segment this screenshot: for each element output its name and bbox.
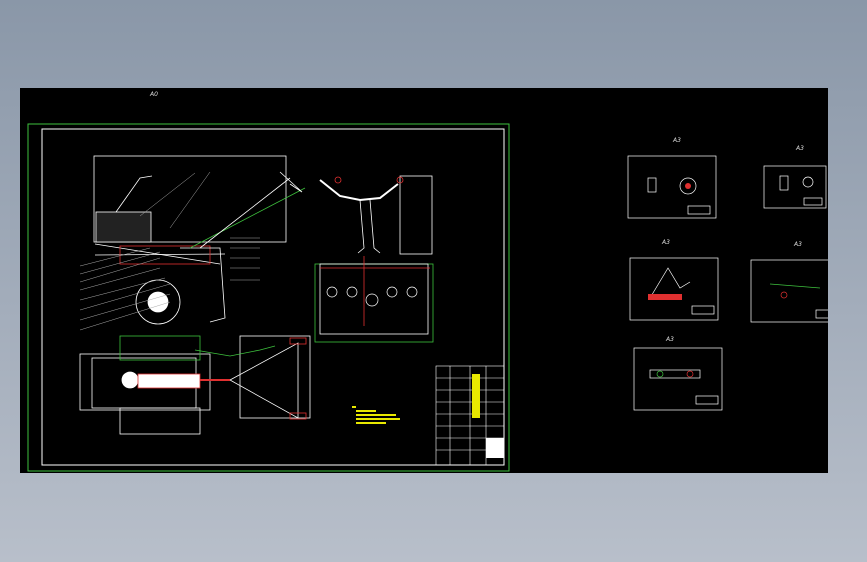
title-block	[435, 365, 505, 466]
sheet-label-4: A3	[794, 241, 802, 248]
sheet-label-3: A3	[662, 239, 670, 246]
side-view	[79, 155, 306, 331]
sheet-1	[627, 155, 717, 219]
sheet-2	[763, 165, 827, 209]
drawing-canvas[interactable]: A0 A3 A3 A3 A3 A3	[20, 88, 828, 473]
sheet-label-5: A3	[666, 336, 674, 343]
sheet-5	[633, 347, 723, 411]
sheet-4	[750, 259, 828, 323]
main-sheet-label: A0	[150, 91, 158, 98]
technical-notes	[352, 406, 400, 424]
sheet-label-1: A3	[673, 137, 681, 144]
main-sheet-outer-border	[27, 123, 510, 472]
sheet-label-2: A3	[796, 145, 804, 152]
main-sheet-inner-border	[41, 128, 505, 466]
cad-drawing	[27, 123, 828, 472]
top-view	[79, 335, 311, 435]
front-view	[314, 175, 434, 343]
sheet-3	[629, 257, 719, 321]
